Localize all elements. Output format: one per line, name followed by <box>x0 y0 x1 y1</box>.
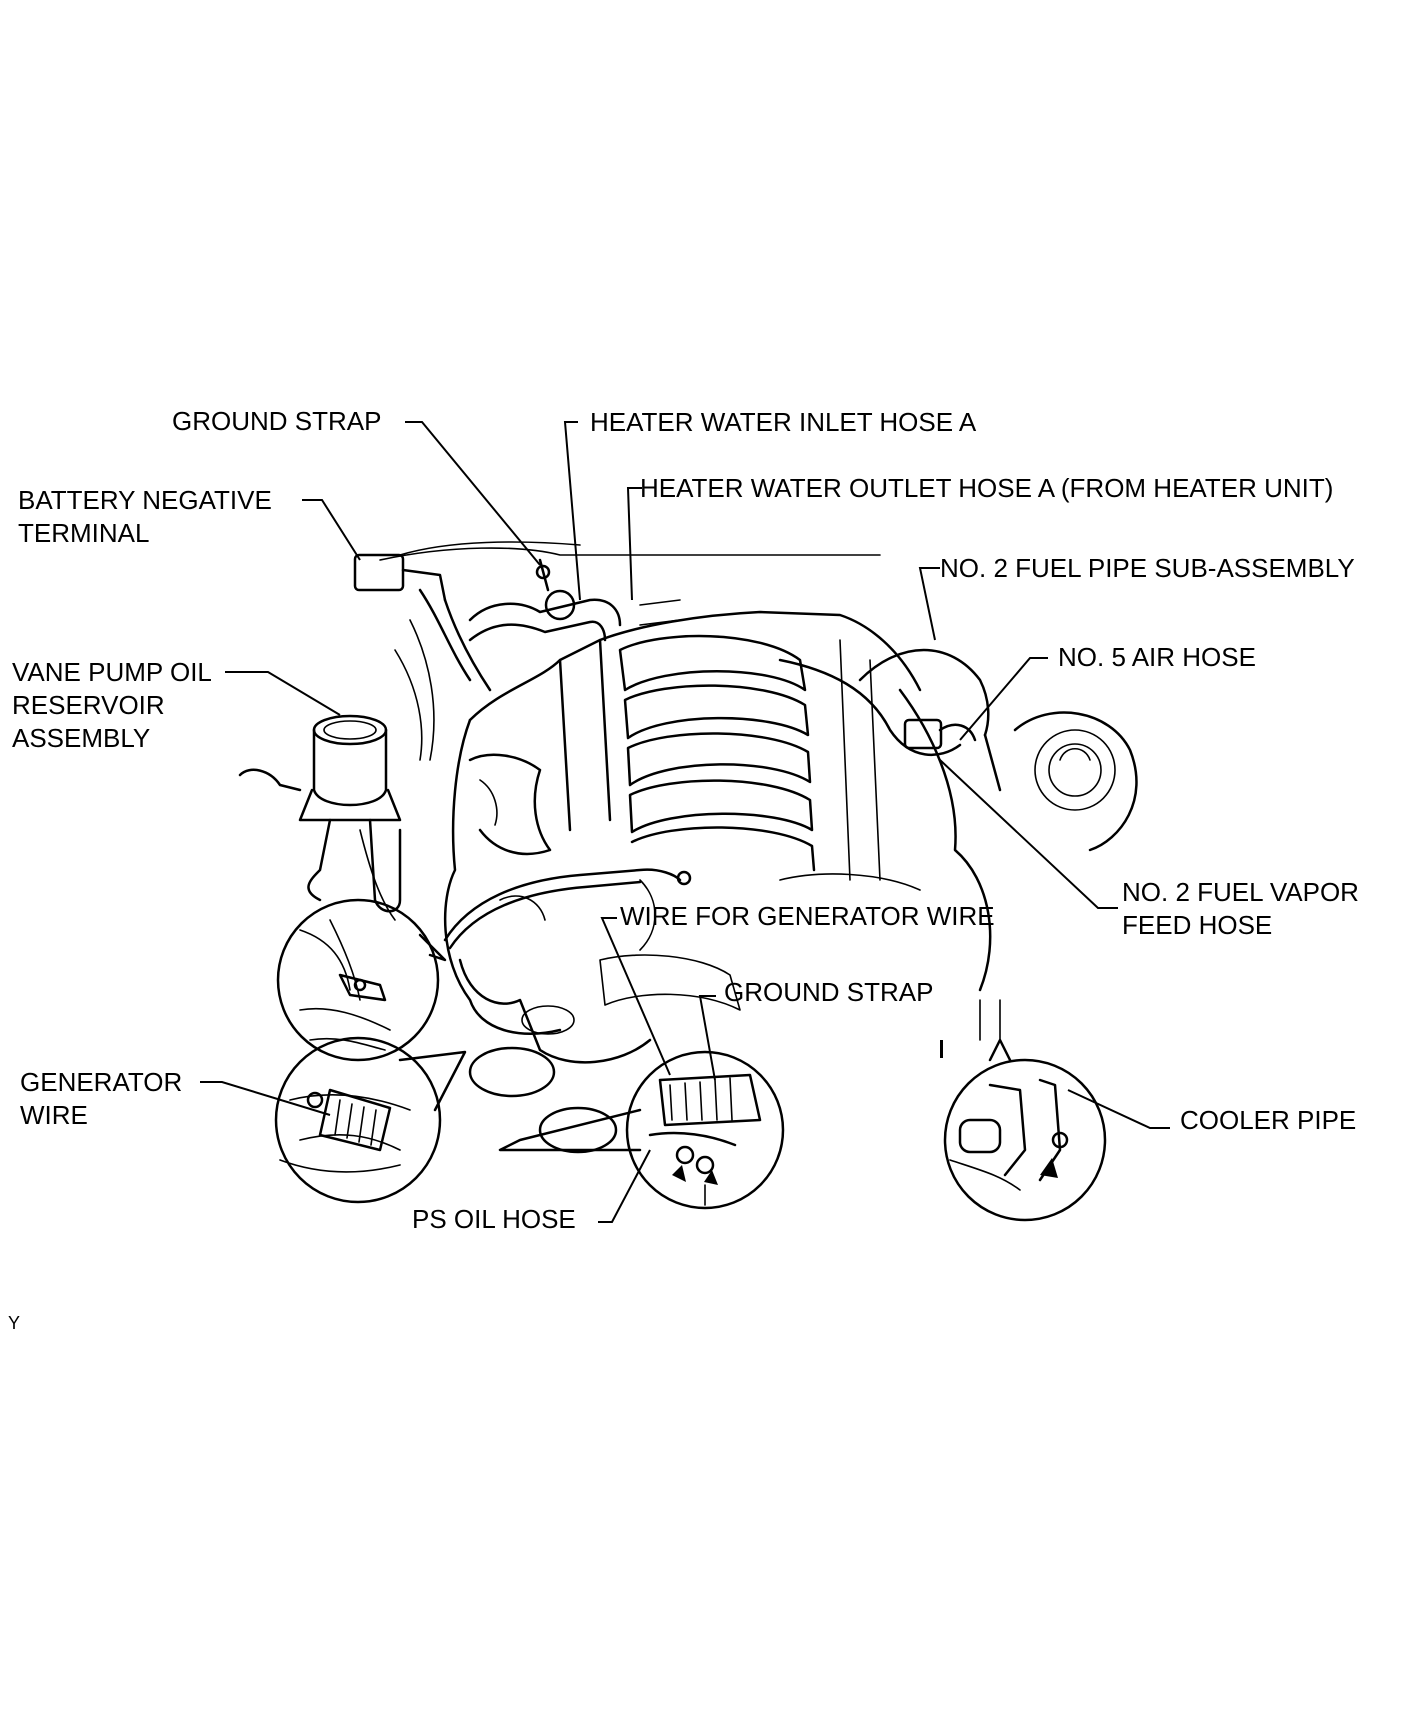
detail-circle-4 <box>940 999 1107 1222</box>
upper-hoses-drawing <box>353 541 1002 792</box>
leader-lines <box>200 421 1170 1223</box>
label-heater-water-outlet-hose: HEATER WATER OUTLET HOSE A (FROM HEATER … <box>640 473 1334 503</box>
label-vane-pump-oil-reservoir: VANE PUMP OIL RESERVOIR ASSEMBLY <box>12 657 212 753</box>
detail-circle-2 <box>274 1036 467 1204</box>
label-ground-strap-bottom: GROUND STRAP <box>724 977 934 1007</box>
label-generator-wire: GENERATOR WIRE <box>20 1067 183 1130</box>
label-no5-air-hose: NO. 5 AIR HOSE <box>1058 642 1256 672</box>
label-battery-negative-terminal: BATTERY NEGATIVE TERMINAL <box>18 485 272 548</box>
generator-wire-run <box>443 868 692 950</box>
corner-mark: Y <box>8 1313 21 1333</box>
detail-circle-1 <box>276 898 447 1062</box>
label-cooler-pipe: COOLER PIPE <box>1180 1105 1357 1135</box>
engine-block-drawing <box>443 610 1138 1154</box>
label-wire-for-generator-wire: WIRE FOR GENERATOR WIRE <box>620 901 995 931</box>
label-heater-water-inlet-hose: HEATER WATER INLET HOSE A <box>590 407 977 437</box>
vane-pump-reservoir-drawing <box>238 619 435 921</box>
label-ps-oil-hose: PS OIL HOSE <box>412 1204 576 1234</box>
label-no2-fuel-pipe: NO. 2 FUEL PIPE SUB-ASSEMBLY <box>940 553 1355 583</box>
label-ground-strap-top: GROUND STRAP <box>172 406 382 436</box>
label-no2-fuel-vapor-feed-hose: NO. 2 FUEL VAPOR FEED HOSE <box>1122 877 1359 940</box>
detail-circle-3 <box>498 1050 785 1210</box>
